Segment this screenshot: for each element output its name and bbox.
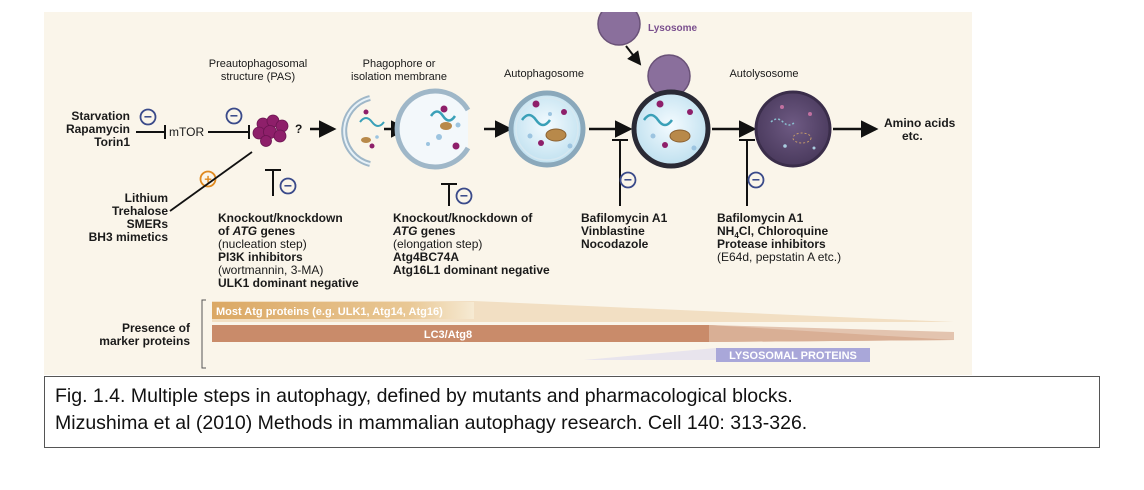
degradation-line1: Bafilomycin A1: [717, 211, 804, 225]
minus-icon: −: [279, 178, 297, 195]
lysosome-top-icon: [597, 12, 641, 46]
activation-line-lithium: [169, 151, 253, 212]
degradation-line3: Protease inhibitors: [717, 237, 826, 251]
marker-bracket: [201, 299, 206, 369]
minus-symbol: −: [752, 172, 760, 188]
marker-bar-atg: Most Atg proteins (e.g. ULK1, Atg14, Atg…: [212, 301, 954, 322]
minus-symbol: −: [230, 108, 238, 124]
inducer-starvation: Starvation: [71, 109, 130, 123]
bh3-mimetics-label: BH3 mimetics: [89, 230, 169, 244]
pas-label-line2: structure (PAS): [221, 71, 295, 83]
fusion-line2: Vinblastine: [581, 224, 645, 238]
nucleation-block-text: Knockout/knockdown of ATG genes (nucleat…: [218, 211, 359, 290]
minus-icon: −: [747, 172, 765, 189]
marker-bar-lysosomal-label: LYSOSOMAL PROTEINS: [729, 350, 857, 362]
minus-symbol: −: [144, 109, 152, 125]
nucleation-line6: ULK1 dominant negative: [218, 276, 359, 290]
lithium-label: Lithium: [125, 191, 168, 205]
degradation-block-text: Bafilomycin A1 NH4Cl, Chloroquine Protea…: [717, 211, 841, 264]
degradation-line2: NH4Cl, Chloroquine: [717, 224, 828, 240]
amino-acids-label: Amino acids: [884, 116, 956, 130]
elongation-block-text: Knockout/knockdown of ATG genes (elongat…: [392, 211, 550, 277]
figure-caption: Fig. 1.4. Multiple steps in autophagy, d…: [44, 376, 1100, 448]
phagophore-label-line1: Phagophore or: [363, 58, 436, 70]
smers-label: SMERs: [127, 217, 169, 231]
marker-bar-lysosomal: LYSOSOMAL PROTEINS: [584, 348, 870, 362]
minus-icon: −: [619, 172, 637, 189]
phagophore-icon: [341, 95, 385, 167]
elongation-line4: Atg4BC74A: [393, 250, 459, 264]
pas-cluster-icon: [252, 114, 289, 147]
caption-line1: Fig. 1.4. Multiple steps in autophagy, d…: [55, 385, 793, 407]
marker-label-line1: Presence of: [122, 321, 191, 335]
autophagosome-icon: [508, 90, 586, 168]
fusing-autophagosome-icon: [631, 89, 711, 169]
degradation-line4: (E64d, pepstatin A etc.): [717, 250, 841, 264]
autolysosome-icon: [754, 90, 832, 168]
phagophore-label-line2: isolation membrane: [351, 71, 447, 83]
autolysosome-label: Autolysosome: [729, 68, 798, 80]
caption-line2: Mizushima et al (2010) Methods in mammal…: [55, 412, 808, 434]
minus-icon: −: [139, 109, 157, 126]
autophagy-diagram: Preautophagosomal structure (PAS) Phagop…: [44, 12, 972, 375]
elongation-line2: ATG genes: [392, 224, 456, 238]
marker-bar-lc3: LC3/Atg8: [212, 325, 954, 342]
minus-symbol: −: [624, 172, 632, 188]
minus-icon: −: [225, 108, 243, 125]
minus-icon: −: [455, 188, 473, 205]
pas-question-mark: ?: [295, 122, 302, 136]
minus-symbol: −: [284, 178, 292, 194]
lysosome-arrow: [625, 45, 642, 66]
trehalose-label: Trehalose: [112, 204, 168, 218]
autophagosome-label: Autophagosome: [504, 68, 584, 80]
fusion-line3: Nocodazole: [581, 237, 649, 251]
minus-symbol: −: [460, 188, 468, 204]
marker-label-line2: marker proteins: [99, 334, 190, 348]
fusion-block-text: Bafilomycin A1 Vinblastine Nocodazole: [581, 211, 668, 251]
elongation-line3: (elongation step): [393, 237, 482, 251]
marker-bar-atg-label: Most Atg proteins (e.g. ULK1, Atg14, Atg…: [216, 306, 443, 318]
isolation-membrane-icon: [394, 88, 471, 170]
inducer-rapamycin: Rapamycin: [66, 122, 130, 136]
mtor-label: mTOR: [169, 125, 204, 139]
marker-bar-lc3-label: LC3/Atg8: [424, 329, 472, 341]
elongation-line5: Atg16L1 dominant negative: [393, 263, 550, 277]
nucleation-line1: Knockout/knockdown: [218, 211, 343, 225]
nucleation-line2: of ATG genes: [218, 224, 295, 238]
inducer-torin1: Torin1: [94, 135, 130, 149]
nucleation-line4: PI3K inhibitors: [218, 250, 303, 264]
amino-acids-etc-label: etc.: [902, 129, 923, 143]
elongation-line1: Knockout/knockdown of: [393, 211, 533, 225]
nucleation-line5: (wortmannin, 3-MA): [218, 263, 323, 277]
fusion-line1: Bafilomycin A1: [581, 211, 668, 225]
nucleation-line3: (nucleation step): [218, 237, 307, 251]
pas-label-line1: Preautophagosomal: [209, 58, 307, 70]
plus-symbol: +: [204, 172, 212, 187]
lysosome-label: Lysosome: [648, 23, 698, 34]
diagram-canvas: Preautophagosomal structure (PAS) Phagop…: [66, 12, 956, 369]
